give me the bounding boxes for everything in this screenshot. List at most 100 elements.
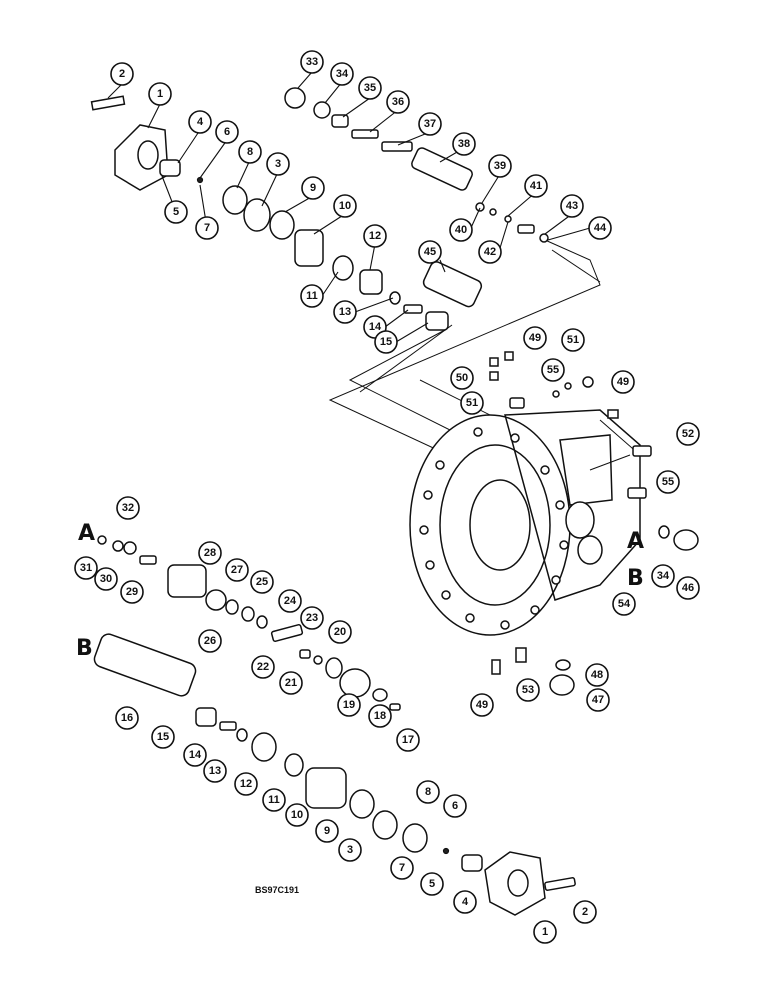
callout-13: 13 bbox=[333, 300, 357, 324]
callout-circle bbox=[541, 358, 565, 382]
callout-circle bbox=[338, 838, 362, 862]
callout-number: 4 bbox=[462, 896, 469, 908]
callout-circle bbox=[524, 174, 548, 198]
callout-number: 49 bbox=[529, 332, 541, 344]
callout-number: 24 bbox=[284, 595, 297, 607]
callout-number: 16 bbox=[121, 712, 133, 724]
callout-39: 39 bbox=[488, 154, 512, 178]
callout-circle bbox=[676, 422, 700, 446]
callout-32: 32 bbox=[116, 496, 140, 520]
callout-circle bbox=[262, 788, 286, 812]
callout-number: 48 bbox=[591, 669, 603, 681]
callout-circle bbox=[94, 567, 118, 591]
upper-relief-valve-parts bbox=[90, 95, 449, 331]
callout-1: 1 bbox=[533, 920, 557, 944]
callout-circle bbox=[390, 856, 414, 880]
callout-49: 49 bbox=[470, 693, 494, 717]
callout-circle bbox=[315, 819, 339, 843]
callout-35: 35 bbox=[358, 76, 382, 100]
callout-number: 29 bbox=[126, 586, 138, 598]
callout-number: 25 bbox=[256, 576, 268, 588]
callout-circle bbox=[300, 50, 324, 74]
callout-number: 38 bbox=[458, 138, 470, 150]
drawing-code: BS97C191 bbox=[255, 885, 299, 895]
callout-circle bbox=[300, 284, 324, 308]
callout-25: 25 bbox=[250, 570, 274, 594]
callout-circle bbox=[651, 564, 675, 588]
callout-number: 22 bbox=[257, 661, 269, 673]
callout-number: 6 bbox=[452, 800, 458, 812]
callout-circle bbox=[443, 794, 467, 818]
callout-number: 47 bbox=[592, 694, 604, 706]
callout-circle bbox=[676, 576, 700, 600]
callout-circle bbox=[450, 366, 474, 390]
callout-circle bbox=[266, 152, 290, 176]
callout-circle bbox=[148, 82, 172, 106]
callout-47: 47 bbox=[586, 688, 610, 712]
callout-number: 8 bbox=[247, 146, 253, 158]
callout-5: 5 bbox=[420, 872, 444, 896]
callout-number: 13 bbox=[209, 765, 221, 777]
callout-7: 7 bbox=[195, 216, 219, 240]
lower-spool-assembly bbox=[93, 535, 576, 916]
callout-circle bbox=[516, 678, 540, 702]
housing-fittings bbox=[489, 351, 699, 696]
callout-circle bbox=[300, 606, 324, 630]
callout-number: 9 bbox=[310, 182, 316, 194]
callout-52: 52 bbox=[676, 422, 700, 446]
callout-circle bbox=[151, 725, 175, 749]
callout-number: 19 bbox=[343, 699, 355, 711]
callout-number: 27 bbox=[231, 564, 243, 576]
callout-2: 2 bbox=[110, 62, 134, 86]
callout-28: 28 bbox=[198, 541, 222, 565]
callout-44: 44 bbox=[588, 216, 612, 240]
callout-circle bbox=[358, 76, 382, 100]
callout-8: 8 bbox=[416, 780, 440, 804]
callout-number: 11 bbox=[268, 794, 280, 806]
callout-circle bbox=[278, 589, 302, 613]
callout-circle bbox=[279, 671, 303, 695]
callout-29: 29 bbox=[120, 580, 144, 604]
callout-number: 7 bbox=[399, 862, 405, 874]
callout-33: 33 bbox=[300, 50, 324, 74]
callout-3: 3 bbox=[338, 838, 362, 862]
callout-circle bbox=[418, 112, 442, 136]
callout-number: 12 bbox=[240, 778, 252, 790]
callout-26: 26 bbox=[198, 629, 222, 653]
callout-circle bbox=[198, 541, 222, 565]
callout-number: 40 bbox=[455, 224, 467, 236]
callout-1: 1 bbox=[148, 82, 172, 106]
callout-number: 6 bbox=[224, 126, 230, 138]
callout-circle bbox=[203, 759, 227, 783]
section-letter-b-right: B bbox=[627, 566, 644, 591]
callout-circle bbox=[251, 655, 275, 679]
callout-34: 34 bbox=[330, 62, 354, 86]
callout-number: 36 bbox=[392, 96, 404, 108]
callout-number: 44 bbox=[594, 222, 607, 234]
callout-circle bbox=[337, 693, 361, 717]
callout-circle bbox=[198, 629, 222, 653]
callout-46: 46 bbox=[676, 576, 700, 600]
callout-51: 51 bbox=[561, 328, 585, 352]
callout-number: 53 bbox=[522, 684, 534, 696]
callout-3: 3 bbox=[266, 152, 290, 176]
callout-number: 2 bbox=[582, 906, 588, 918]
callout-labels: 2146839101211131415573334353637383941434… bbox=[74, 50, 700, 944]
callout-8: 8 bbox=[238, 140, 262, 164]
callout-circle bbox=[368, 704, 392, 728]
callout-9: 9 bbox=[315, 819, 339, 843]
callout-number: 3 bbox=[347, 844, 353, 856]
callout-number: 9 bbox=[324, 825, 330, 837]
callout-circle bbox=[396, 728, 420, 752]
callout-18: 18 bbox=[368, 704, 392, 728]
callout-circle bbox=[225, 558, 249, 582]
callout-16: 16 bbox=[115, 706, 139, 730]
callout-number: 28 bbox=[204, 547, 216, 559]
callout-circle bbox=[420, 872, 444, 896]
callout-circle bbox=[588, 216, 612, 240]
callout-circle bbox=[333, 300, 357, 324]
callout-circle bbox=[611, 370, 635, 394]
callout-number: 41 bbox=[530, 180, 542, 192]
callout-number: 26 bbox=[204, 635, 216, 647]
